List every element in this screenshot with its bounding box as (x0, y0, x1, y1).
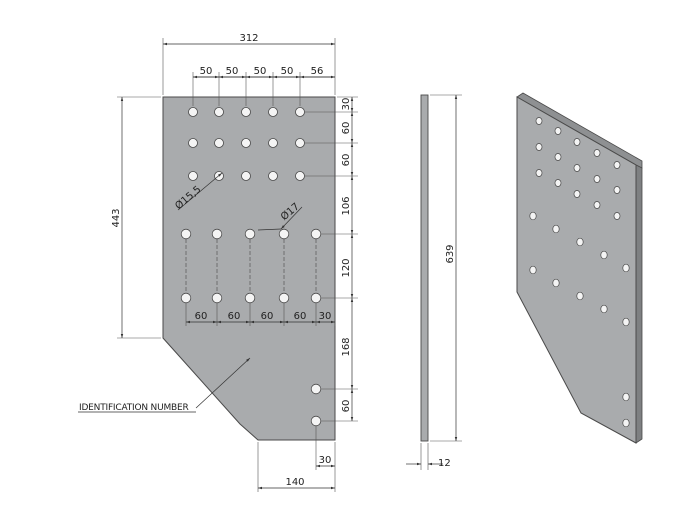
row-dim-5: 30 (319, 311, 332, 322)
spacing-label-5: 56 (311, 66, 324, 77)
right-dim-4: 106 (341, 196, 352, 215)
row-dim-2: 60 (228, 311, 241, 322)
identification-label: IDENTIFICATION NUMBER (79, 403, 189, 413)
thickness-label: 12 (438, 458, 451, 469)
edge-offset-label: 30 (319, 455, 332, 466)
right-dim-1: 30 (341, 98, 352, 111)
spacing-label-4: 50 (281, 66, 294, 77)
plate-side (420, 94, 429, 442)
identification-leader (195, 357, 251, 409)
row-dim-1: 60 (195, 311, 208, 322)
overall-width-label: 312 (239, 33, 258, 44)
iso-holes (529, 117, 630, 428)
right-dim-2: 60 (341, 122, 352, 135)
isometric-view (516, 92, 643, 444)
iso-right-edge (635, 164, 643, 444)
right-dim-5: 120 (341, 258, 352, 277)
row-dim-3: 60 (261, 311, 274, 322)
row-dim-4: 60 (294, 311, 307, 322)
large-hole-leader (280, 206, 303, 230)
front-view: 312 50 50 50 50 56 443 (78, 33, 358, 492)
large-hole-leader-ext (257, 228, 282, 231)
spacing-label-3: 50 (254, 66, 267, 77)
height-label: 443 (111, 208, 122, 227)
spacing-label-2: 50 (226, 66, 239, 77)
plate-isometric (516, 96, 637, 444)
plate-front (162, 96, 336, 441)
small-holes (188, 107, 305, 181)
right-dim-3: 60 (341, 154, 352, 167)
large-holes (180, 228, 322, 427)
right-dim-7: 60 (341, 400, 352, 413)
spacing-label-1: 50 (200, 66, 213, 77)
side-view: 639 12 (406, 94, 462, 470)
left-extension-lines (117, 96, 161, 339)
bottom-extension-lines (257, 426, 336, 492)
side-height-label: 639 (445, 244, 456, 263)
right-dim-6: 168 (341, 337, 352, 356)
hole-centerlines (185, 239, 317, 293)
top-extension-lines (162, 38, 336, 106)
small-hole-leader (177, 172, 223, 211)
bottom-width-label: 140 (285, 477, 304, 488)
